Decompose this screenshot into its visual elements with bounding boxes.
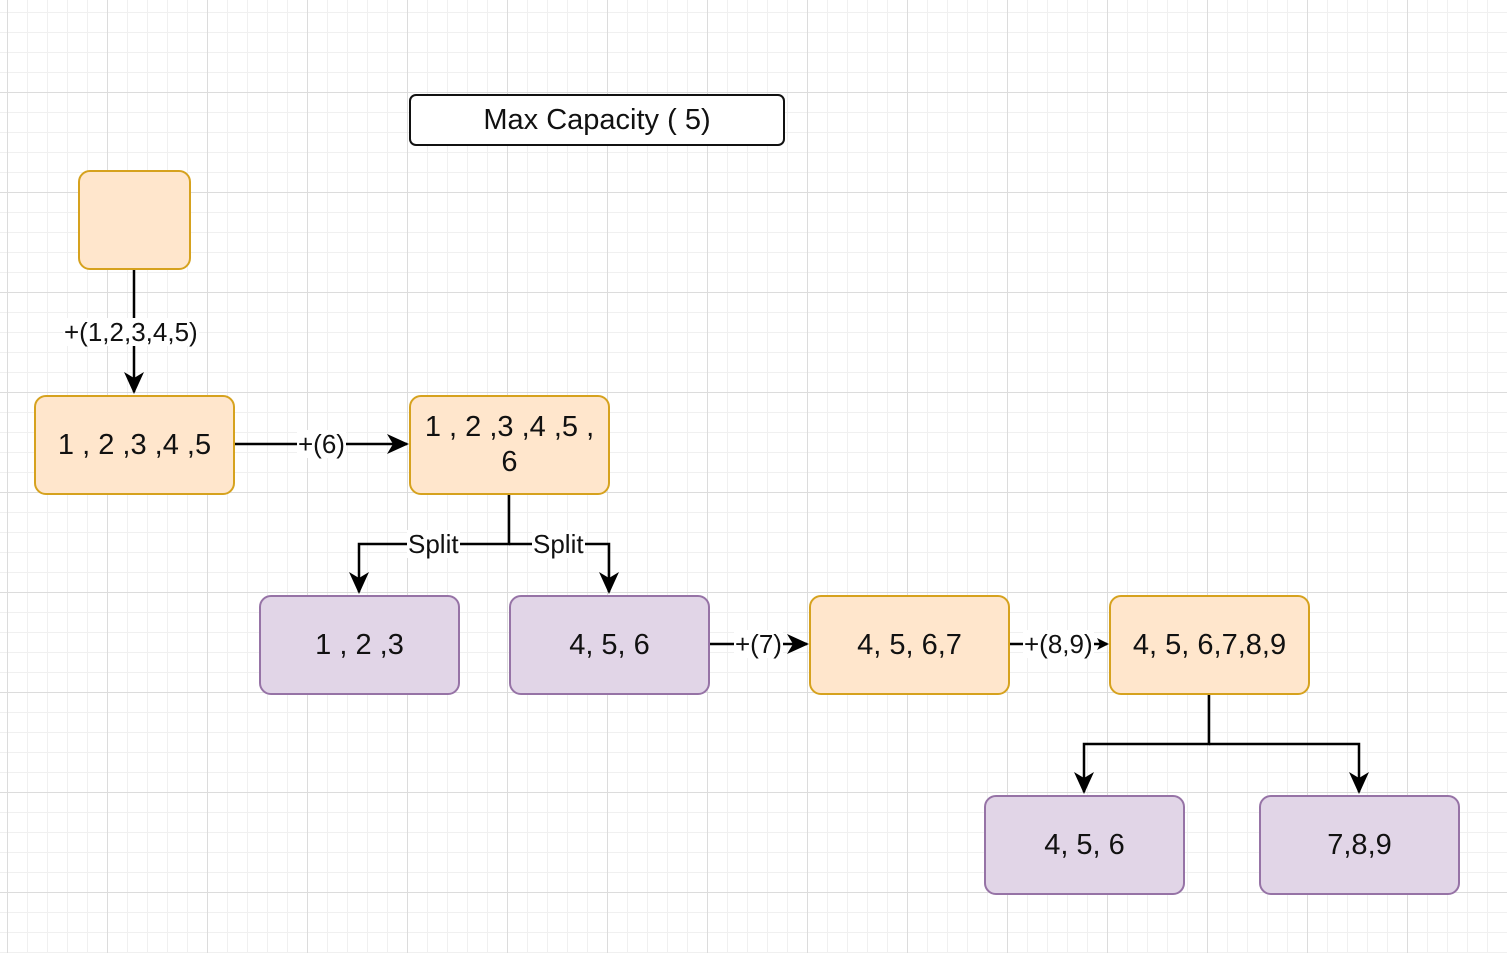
arrowhead-456b: [1074, 772, 1094, 794]
node-1-2-3-4-5-6[interactable]: 1 , 2 ,3 ,4 ,5 , 6: [409, 395, 610, 495]
edge-label-split-right: Split: [532, 529, 585, 559]
arrowhead-123: [349, 572, 369, 594]
edge-label-add-6: +(6): [297, 429, 346, 459]
arrowhead-4567: [787, 634, 809, 654]
arrowhead-456: [599, 572, 619, 594]
edge-label-add-1-2-3-4-5: +(1,2,3,4,5): [63, 317, 199, 347]
edge-label-add-7: +(7): [734, 629, 783, 659]
edge-label-split-left: Split: [407, 529, 460, 559]
arrowhead-456789: [1097, 638, 1109, 650]
node-4-5-6-7-8-9[interactable]: 4, 5, 6,7,8,9: [1109, 595, 1310, 695]
arrowhead-789: [1349, 772, 1369, 794]
edge-label-add-8-9: +(8,9): [1023, 629, 1094, 659]
node-empty[interactable]: [78, 170, 191, 270]
node-1-2-3[interactable]: 1 , 2 ,3: [259, 595, 460, 695]
node-4-5-6[interactable]: 4, 5, 6: [509, 595, 710, 695]
max-capacity-title[interactable]: Max Capacity ( 5): [409, 94, 785, 146]
edge-456789-split-right: [1209, 742, 1361, 792]
node-4-5-6-split[interactable]: 4, 5, 6: [984, 795, 1185, 895]
arrowhead-123456: [387, 434, 409, 454]
node-4-5-6-7[interactable]: 4, 5, 6,7: [809, 595, 1010, 695]
node-7-8-9[interactable]: 7,8,9: [1259, 795, 1460, 895]
arrowhead-12345: [124, 372, 144, 394]
edge-456789-split-left: [1082, 695, 1211, 792]
node-1-2-3-4-5[interactable]: 1 , 2 ,3 ,4 ,5: [34, 395, 235, 495]
